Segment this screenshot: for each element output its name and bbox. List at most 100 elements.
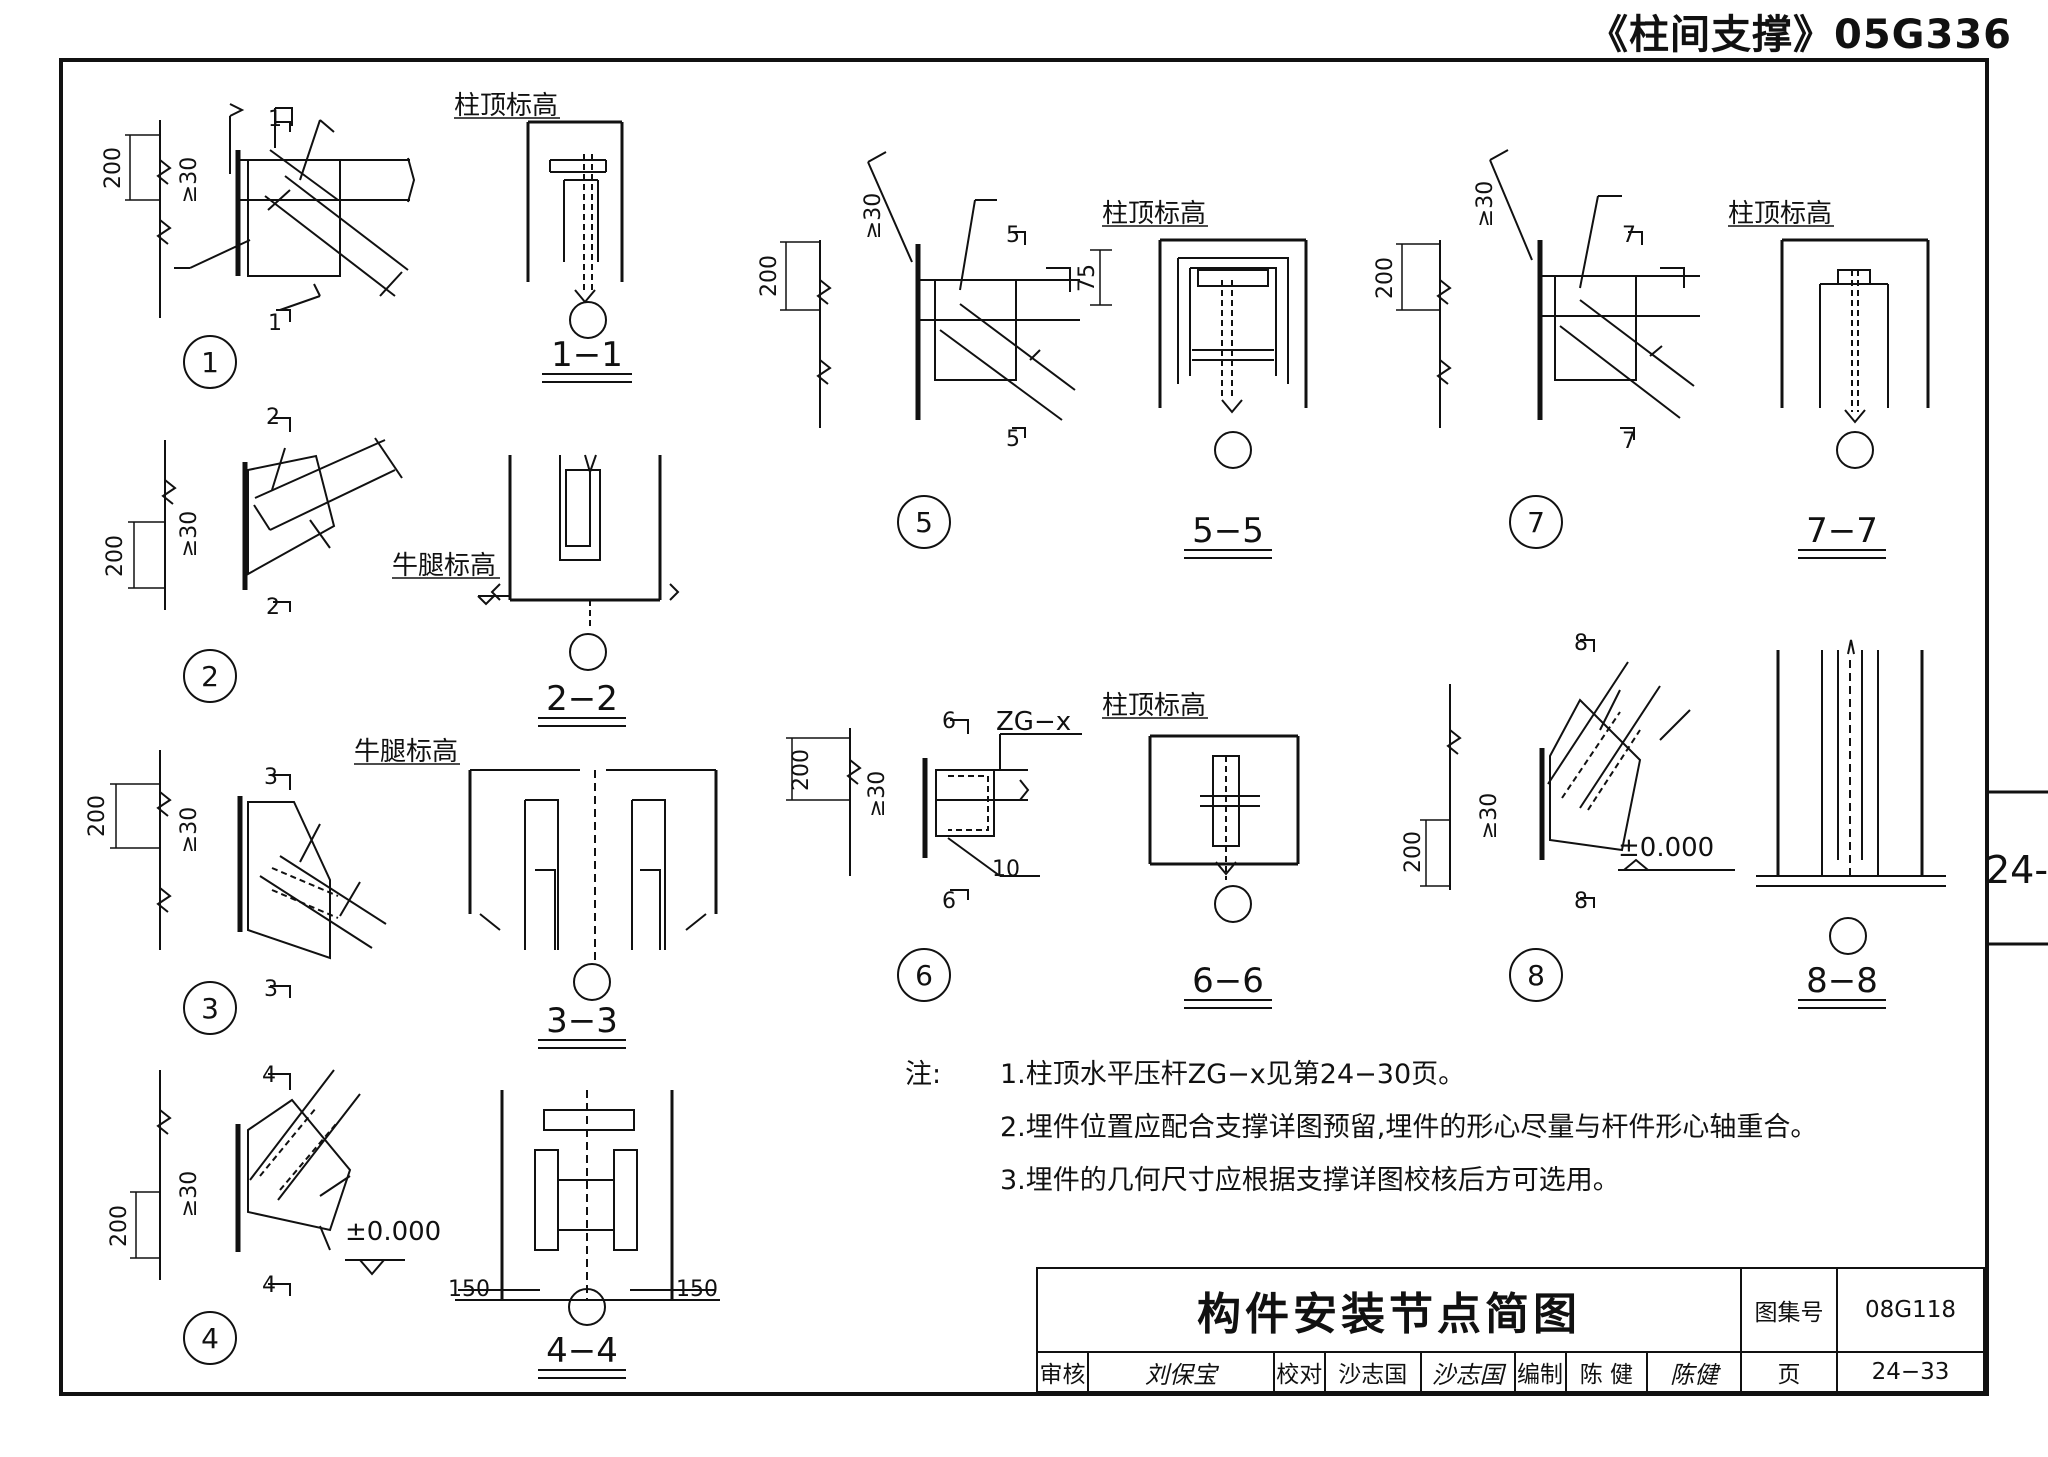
section-6-6-title: 6−6 [1192, 961, 1264, 1001]
section-1-1-title: 1−1 [551, 335, 623, 375]
dim-200-d6: 200 [789, 749, 814, 791]
sheet-frame [59, 58, 1989, 1396]
section-7-7-title: 7−7 [1806, 511, 1878, 551]
detail-8-number: 8 [1527, 959, 1545, 992]
dim-30-d3: ≥30 [177, 807, 202, 853]
corbel-elevation-label-3: 牛腿标高 [354, 737, 458, 767]
dim-200-d1: 200 [101, 147, 126, 189]
detail-7-number: 7 [1527, 506, 1545, 539]
column-top-elevation-label-6: 柱顶标高 [1102, 691, 1206, 721]
dim-30-d7: ≥30 [1473, 181, 1498, 227]
cut-mark-5-bottom: 5 [1006, 427, 1020, 452]
dim-30-d2: ≥30 [177, 511, 202, 557]
note-item-1: 1.柱顶水平压杆ZG−x见第24−30页。 [1000, 1059, 1466, 1090]
dim-150-right: 150 [676, 1277, 718, 1302]
weld-size-10: 10 [992, 857, 1020, 882]
dim-30-d5: ≥30 [861, 193, 886, 239]
section-1-1 [526, 120, 624, 339]
dim-75-d5: 75 [1075, 264, 1100, 292]
dim-30-d4: ≥30 [177, 1171, 202, 1217]
detail-2-marker-circle [183, 649, 237, 703]
check-name: 沙志国 [1323, 1351, 1422, 1393]
cut-mark-6-top: 6 [942, 709, 956, 734]
detail-1-elevation [125, 103, 416, 322]
section-3-3 [468, 769, 718, 1001]
dim-200-d3: 200 [85, 795, 110, 837]
dim-30-d6: ≥30 [865, 771, 890, 817]
detail-4-marker-circle [183, 1311, 237, 1365]
dim-200-d5: 200 [757, 255, 782, 297]
detail-6-marker-circle [897, 948, 951, 1002]
cut-mark-7-top: 7 [1622, 223, 1636, 248]
review-signature: 刘保宝 [1087, 1351, 1275, 1393]
corbel-elevation-label-2: 牛腿标高 [392, 551, 496, 581]
detail-2-elevation [128, 417, 403, 612]
cut-mark-4-top: 4 [262, 1063, 276, 1088]
detail-5-number: 5 [915, 506, 933, 539]
column-top-elevation-label-5: 柱顶标高 [1102, 199, 1206, 229]
section-2-2-title: 2−2 [546, 679, 618, 719]
section-4-4-title: 4−4 [546, 1331, 618, 1371]
cut-mark-7-bottom: 7 [1622, 429, 1636, 454]
side-page-tab: 24- [1986, 848, 2048, 892]
cut-mark-4-bottom: 4 [262, 1273, 276, 1298]
detail-7-marker-circle [1509, 495, 1563, 549]
detail-8-marker-circle [1509, 948, 1563, 1002]
drawn-signature: 陈健 [1646, 1351, 1743, 1393]
atlas-no-label: 图集号 [1740, 1267, 1838, 1353]
ground-elevation-label-4: ±0.000 [345, 1217, 441, 1247]
title-block: 构件安装节点简图 图集号 08G118 审核 刘保宝 校对 沙志国 沙志国 编制… [1035, 1267, 1986, 1393]
drawn-label: 编制 [1513, 1351, 1567, 1393]
dim-30-d1: ≥30 [177, 157, 202, 203]
detail-1-number: 1 [201, 346, 219, 379]
section-5-5-title: 5−5 [1192, 511, 1264, 551]
detail-6-number: 6 [915, 959, 933, 992]
check-signature: 沙志国 [1419, 1351, 1516, 1393]
section-8-8-title: 8−8 [1806, 961, 1878, 1001]
cut-mark-8-top: 8 [1574, 631, 1588, 656]
detail-3-number: 3 [201, 992, 219, 1025]
cut-mark-6-bottom: 6 [942, 889, 956, 914]
note-item-2: 2.埋件位置应配合支撑详图预留,埋件的形心尽量与杆件形心轴重合。 [1000, 1112, 1818, 1143]
detail-6-elevation [786, 719, 1082, 900]
column-top-elevation-label-7: 柱顶标高 [1728, 199, 1832, 229]
detail-5-marker-circle [897, 495, 951, 549]
page-label: 页 [1740, 1351, 1838, 1393]
dim-200-d2: 200 [103, 535, 128, 577]
section-4-4 [455, 1090, 720, 1326]
detail-1-marker-circle [183, 335, 237, 389]
detail-7-elevation [1396, 149, 1700, 440]
detail-3-elevation [110, 750, 387, 998]
detail-4-number: 4 [201, 1322, 219, 1355]
dim-200-d4: 200 [107, 1205, 132, 1247]
cut-mark-3-bottom: 3 [264, 977, 278, 1002]
review-label: 审核 [1035, 1351, 1090, 1393]
section-7-7 [1780, 238, 1930, 469]
detail-5-elevation [780, 151, 1112, 438]
page-number: 24−33 [1835, 1351, 1986, 1393]
dim-150-left: 150 [448, 1277, 490, 1302]
section-3-3-title: 3−3 [546, 1001, 618, 1041]
cut-mark-2-top: 2 [266, 405, 280, 430]
ground-elevation-label-8: ±0.000 [1618, 833, 1714, 863]
note-item-3: 3.埋件的几何尺寸应根据支撑详图校核后方可选用。 [1000, 1165, 1620, 1196]
cut-mark-2-bottom: 2 [266, 595, 280, 620]
section-6-6 [1148, 734, 1300, 923]
dim-200-d7: 200 [1373, 257, 1398, 299]
dim-30-d8: ≥30 [1477, 793, 1502, 839]
detail-3-marker-circle [183, 981, 237, 1035]
section-5-5 [1158, 238, 1308, 469]
section-2-2 [477, 454, 680, 671]
member-zg-label: ZG−x [996, 707, 1071, 737]
dim-200-d8: 200 [1401, 831, 1426, 873]
detail-8-elevation [1420, 639, 1735, 908]
detail-4-elevation [130, 1069, 405, 1296]
atlas-no-value: 08G118 [1835, 1267, 1986, 1353]
detail-2-number: 2 [201, 660, 219, 693]
cut-mark-3-top: 3 [264, 765, 278, 790]
cut-mark-8-bottom: 8 [1574, 889, 1588, 914]
cut-mark-1-top: 1 [268, 107, 282, 132]
column-top-elevation-label-1: 柱顶标高 [454, 91, 558, 121]
section-8-8 [1756, 639, 1946, 955]
